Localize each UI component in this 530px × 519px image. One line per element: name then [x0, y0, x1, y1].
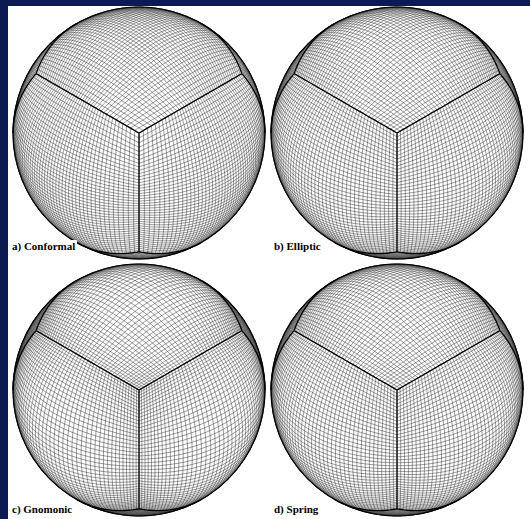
sphere-grid	[271, 7, 523, 259]
grid-lines	[271, 264, 523, 516]
face-edges	[271, 24, 523, 254]
sphere-grid	[13, 264, 265, 516]
grid-lines	[13, 7, 265, 259]
face-edges	[13, 24, 265, 254]
face-edges	[13, 281, 265, 511]
sphere-outline	[271, 7, 523, 259]
sphere-outline	[13, 264, 265, 516]
panel-label: a) Conformal	[10, 240, 77, 253]
panel-label: c) Gnomonic	[10, 503, 74, 516]
grid-lines	[13, 264, 265, 516]
panel-label: b) Elliptic	[272, 240, 323, 253]
sphere-grid	[271, 264, 523, 516]
sphere-outline	[13, 7, 265, 259]
panel-label: d) Spring	[272, 503, 320, 516]
grid-lines	[271, 7, 523, 259]
face-edges	[271, 281, 523, 511]
sphere-outline	[271, 264, 523, 516]
sphere-grid	[13, 7, 265, 259]
